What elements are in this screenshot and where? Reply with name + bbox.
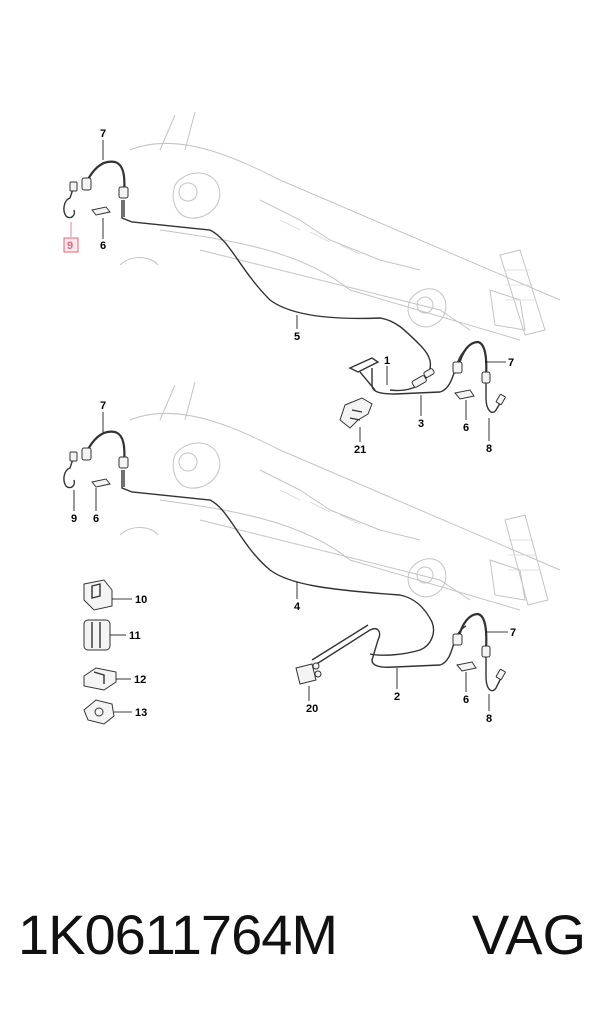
top-subframe-outline — [119, 111, 561, 341]
callout-8: 8 — [486, 443, 492, 455]
callout-6b-b: 6 — [463, 694, 469, 706]
brake-hose-7-left — [85, 160, 126, 196]
callout-10: 10 — [135, 594, 147, 606]
connector-20 — [295, 663, 317, 685]
callout-7-b: 7 — [100, 400, 106, 412]
clip-11 — [83, 619, 111, 651]
callout-5: 5 — [294, 331, 300, 343]
callout-12: 12 — [134, 674, 146, 686]
grommet-21 — [339, 397, 373, 429]
callout-7: 7 — [100, 128, 106, 140]
callout-6-b: 6 — [93, 513, 99, 525]
callout-8-b: 8 — [486, 713, 492, 725]
brake-pipe-9-b — [63, 455, 76, 489]
brake-hose-7-right — [456, 340, 488, 379]
callout-1: 1 — [384, 355, 390, 367]
callout-6: 6 — [100, 240, 106, 252]
brake-pipe-8 — [485, 383, 503, 414]
clip-10 — [83, 579, 113, 611]
bracket-1 — [348, 357, 380, 391]
callout-11: 11 — [129, 630, 141, 642]
brake-line-4 — [121, 470, 435, 656]
callout-9: 9 — [67, 240, 73, 252]
brake-line-2 — [314, 625, 467, 668]
callout-9-b: 9 — [71, 513, 77, 525]
bottom-subframe-outline — [119, 381, 561, 611]
clip-6 — [91, 206, 111, 216]
brake-pipe-8-b — [485, 657, 503, 692]
part-number: 1K0611764M — [18, 903, 338, 966]
bottom-assembly: 7 9 6 4 2 20 7 6 8 10 11 12 13 — [63, 381, 561, 725]
callout-20: 20 — [306, 703, 318, 715]
callout-4: 4 — [294, 601, 301, 613]
top-assembly: 7 9 6 5 1 3 7 6 8 21 — [63, 111, 561, 456]
clip-13 — [83, 699, 115, 725]
highlight-box-9 — [63, 237, 79, 253]
brake-line-3 — [371, 349, 467, 395]
callout-7b: 7 — [508, 357, 514, 369]
brand-label: VAG — [471, 903, 586, 966]
callout-13: 13 — [135, 707, 147, 719]
callout-6b: 6 — [463, 422, 469, 434]
brake-pipe-9 — [63, 185, 76, 219]
brake-hose-7-right-b — [456, 612, 488, 651]
callout-2: 2 — [394, 691, 400, 703]
callout-3: 3 — [418, 418, 424, 430]
brake-hose-7-left-b — [85, 430, 126, 466]
callout-7b-b: 7 — [510, 627, 516, 639]
clip-12 — [83, 667, 117, 691]
callout-21: 21 — [354, 444, 366, 456]
